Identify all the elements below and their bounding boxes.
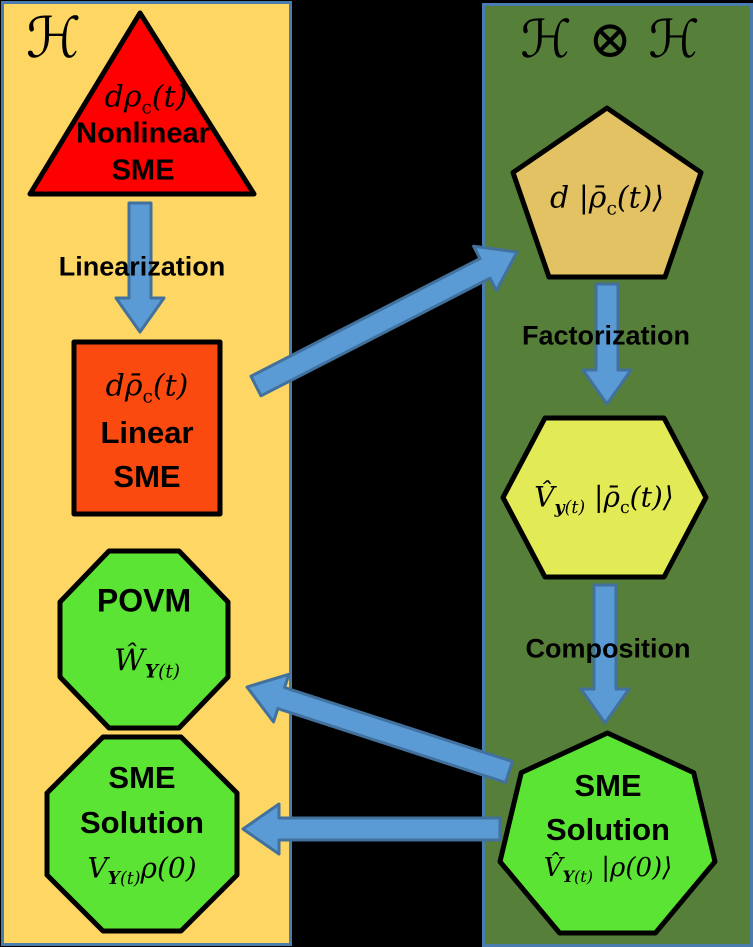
left-panel-title: ℋ bbox=[26, 6, 82, 71]
linear-sme-label-line1: Linear bbox=[100, 415, 194, 450]
sme-solution-left-label-line1: SME bbox=[108, 760, 176, 795]
linear-sme-formula: dρ̄c(t) bbox=[105, 368, 189, 408]
sme-solution-right-label-line2: Solution bbox=[546, 812, 670, 847]
tensor-hilbert-space-panel bbox=[482, 3, 753, 947]
right-panel-title: ℋ ⊗ ℋ bbox=[520, 10, 700, 70]
sme-solution-right-formula: V̂Y(t) |ρ(0)⟩ bbox=[543, 853, 673, 887]
pentagon-formula: d |ρ̄c(t)⟩ bbox=[549, 180, 665, 220]
sme-solution-left-formula: VY(t)ρ(0) bbox=[87, 851, 197, 890]
sme-solution-right-label-line1: SME bbox=[574, 768, 642, 803]
linear-sme-label-line2: SME bbox=[113, 459, 181, 494]
factorization-label: Factorization bbox=[521, 320, 691, 351]
composition-label: Composition bbox=[525, 633, 691, 664]
nonlinear-sme-label-line2: SME bbox=[111, 154, 175, 187]
hexagon-formula: V̂y(t) |ρ̄c(t)⟩ bbox=[534, 480, 674, 519]
nonlinear-sme-label-line1: Nonlinear bbox=[76, 117, 210, 150]
linearization-label: Linearization bbox=[58, 251, 226, 282]
nonlinear-sme-formula: dρc(t) bbox=[104, 79, 188, 119]
povm-formula: ŴY(t) bbox=[113, 643, 181, 683]
sme-solution-left-label-line2: Solution bbox=[80, 805, 204, 840]
povm-label: POVM bbox=[96, 582, 192, 619]
